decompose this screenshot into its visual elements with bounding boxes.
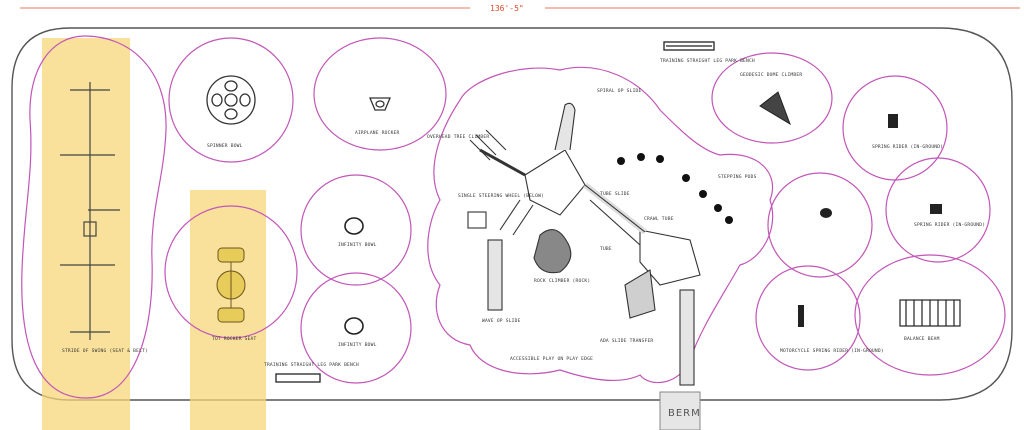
label-spinner: SPINNER BOWL xyxy=(207,143,243,149)
label-spring-rider-2: SPRING RIDER (IN-GROUND) xyxy=(914,222,985,228)
label-crawl-tube: CRAWL TUBE xyxy=(644,216,674,222)
label-wave-slide: WAVE OP SLIDE xyxy=(482,318,521,324)
stepping-pods xyxy=(617,153,733,224)
chain-swing xyxy=(60,82,120,340)
zone-climber-dome xyxy=(711,52,833,144)
spring-rider-2 xyxy=(930,204,942,214)
spring-rider-1 xyxy=(888,114,898,128)
bench-top xyxy=(663,41,715,51)
label-climber-rock: ROCK CLIMBER (ROCK) xyxy=(534,278,590,284)
label-spring-bowl-top: INFINITY BOWL xyxy=(338,242,377,248)
zone-motorcycle xyxy=(755,265,861,371)
label-spring-rider-3: MOTORCYCLE SPRING RIDER (IN-GROUND) xyxy=(780,348,884,354)
dimension-line: 136'-5" xyxy=(20,4,1020,13)
zone-spinner xyxy=(168,37,294,163)
label-rocker-top: AIRPLANE ROCKER xyxy=(355,130,400,136)
motorcycle-rider xyxy=(798,305,804,327)
label-bench-bottom: TRAINING STRAIGHT LEG PARK BENCH xyxy=(264,362,359,368)
infinity-bowl-bottom xyxy=(344,317,364,335)
label-rocker-bottom: TOT ROCKER SEAT xyxy=(212,336,257,342)
zone-structure xyxy=(427,66,774,384)
use-zones xyxy=(21,35,1006,399)
slide-wave xyxy=(679,289,695,386)
slide-tube xyxy=(487,239,503,311)
zone-spring-rider-2 xyxy=(885,157,991,263)
spinner-bowl xyxy=(206,75,256,125)
zone-spring-bowl-bottom xyxy=(300,272,412,384)
label-ada-ramp: ADA SLIDE TRANSFER xyxy=(600,338,653,344)
label-spring-bowl-bottom: INFINITY BOWL xyxy=(338,342,377,348)
geodesic-dome xyxy=(759,91,791,126)
label-spiral-slide: SPIRAL OP SLIDE xyxy=(597,88,642,94)
label-spring-rider-1: SPRING RIDER (IN-GROUND) xyxy=(872,144,943,150)
highlight-left xyxy=(42,38,130,430)
bridge xyxy=(479,148,526,177)
zone-rocker-bottom xyxy=(164,205,298,339)
dimension-label: 136'-5" xyxy=(490,4,524,13)
roof-deck xyxy=(624,269,656,319)
label-overhead-ladder: OVERHEAD TREE CLIMBER xyxy=(427,134,489,140)
berm-path: BERM xyxy=(659,391,701,430)
infinity-bowl-top xyxy=(344,217,364,235)
label-stepping-pods: STEPPING PODS xyxy=(718,174,757,180)
seat-rider xyxy=(820,208,832,218)
tot-rocker xyxy=(216,247,246,323)
label-chain-swing: STRIDE OF SWING (SEAT & BELT) xyxy=(62,348,148,354)
zone-swing xyxy=(21,35,167,399)
label-tube-slide: TUBE SLIDE xyxy=(600,191,630,197)
label-climber-dome: GEODESIC DOME CLIMBER xyxy=(740,72,802,78)
label-tube: TUBE xyxy=(600,246,612,252)
play-structure xyxy=(467,102,701,386)
label-berm: BERM xyxy=(668,408,701,419)
panel xyxy=(467,211,487,229)
label-steering: SINGLE STEERING WHEEL (BELOW) xyxy=(458,193,544,199)
bench-bottom xyxy=(275,373,321,383)
climber-rock xyxy=(533,229,572,274)
balance-beam xyxy=(899,299,961,327)
zone-spring-bowl-top xyxy=(300,174,412,286)
deck-top xyxy=(524,149,586,216)
label-balance-beam: BALANCE BEAM xyxy=(904,336,940,342)
zone-seat xyxy=(767,172,873,278)
deck-center xyxy=(639,229,701,286)
play-area-boundary xyxy=(11,27,1013,401)
slide-spiral xyxy=(554,102,576,151)
zone-rocker-top xyxy=(313,37,447,151)
label-bench-top: TRAINING STRAIGHT LEG PARK BENCH xyxy=(660,58,755,64)
label-accessible-note: ACCESSIBLE PLAY ON PLAY EDGE xyxy=(510,356,593,362)
zone-balance xyxy=(854,254,1006,376)
airplane-rocker xyxy=(369,97,391,111)
